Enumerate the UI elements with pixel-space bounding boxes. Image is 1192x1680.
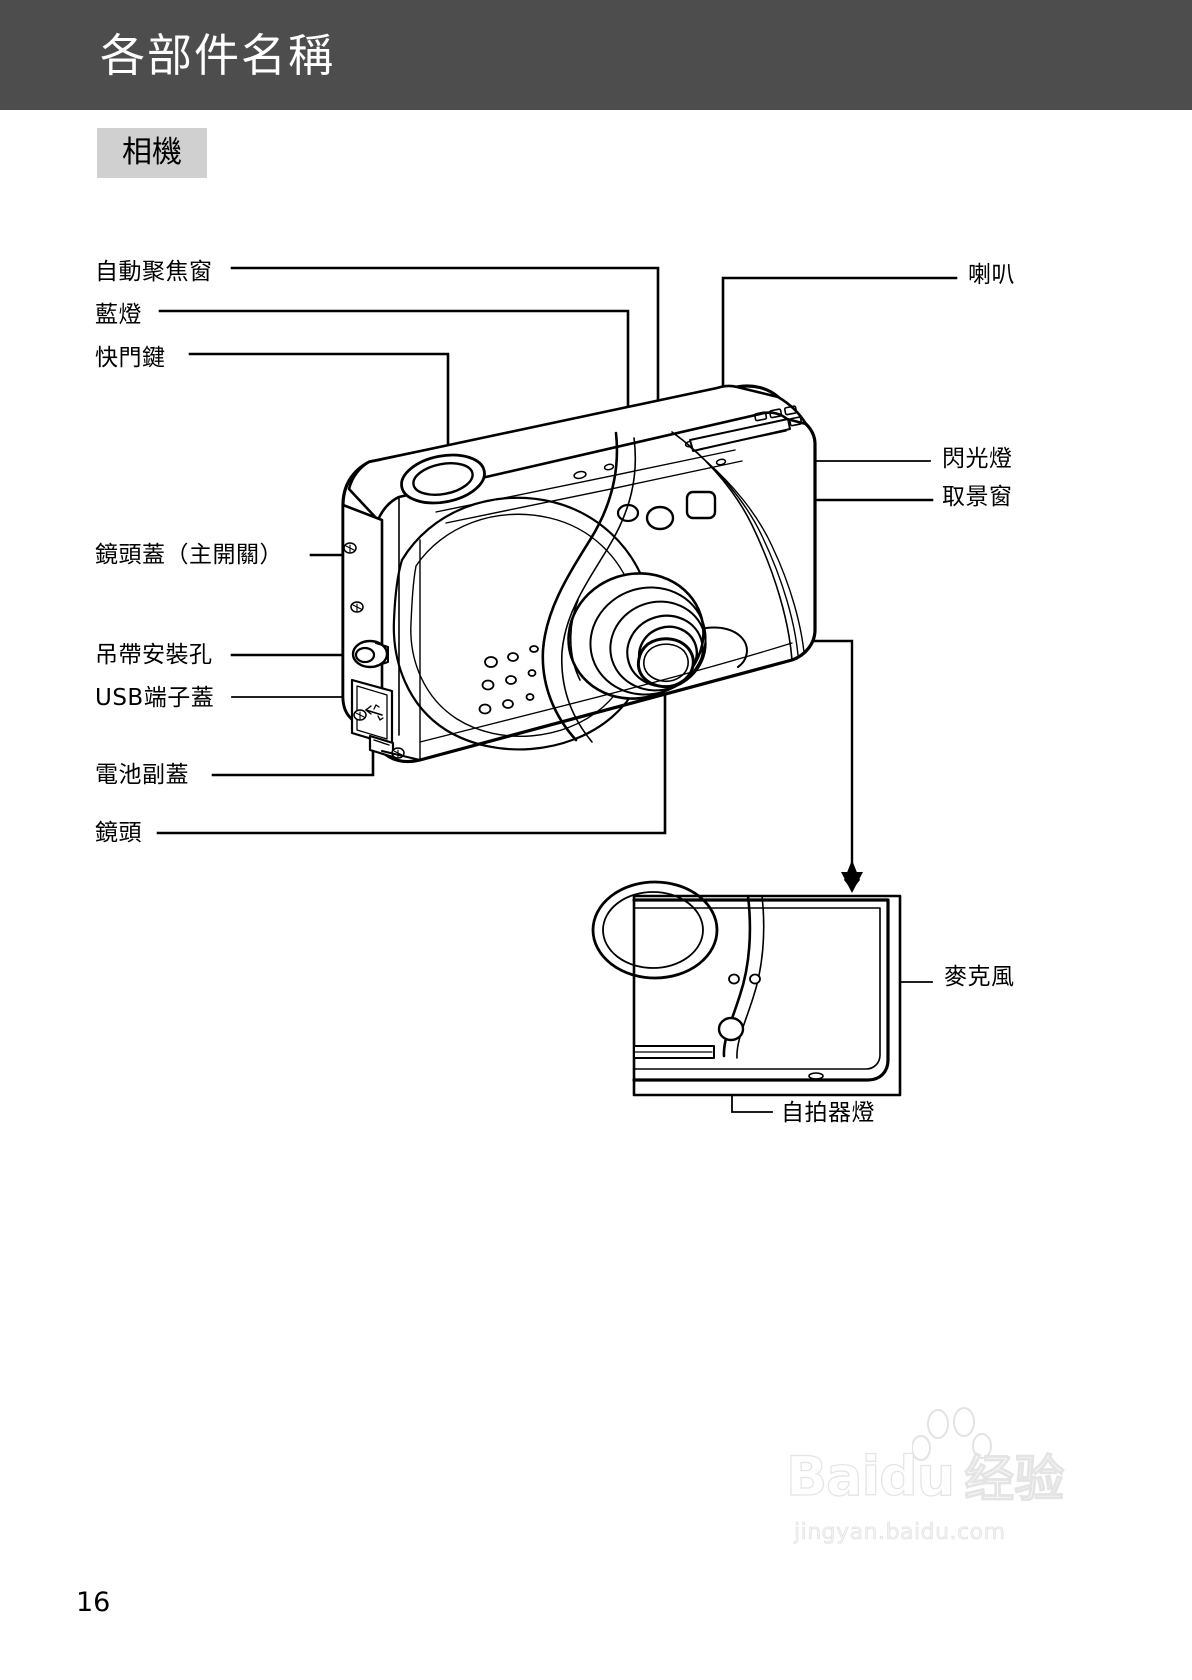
callout-label-battery-cover: 電池副蓋 xyxy=(95,762,189,788)
callout-label-viewfinder: 取景窗 xyxy=(942,484,1013,510)
detail-body-inner xyxy=(633,907,881,1070)
camera-detail-illustration xyxy=(591,880,902,1097)
callout-label-blue-lamp: 藍燈 xyxy=(95,302,142,328)
top-engrave-1 xyxy=(435,449,736,513)
detail-sweep-2 xyxy=(736,895,765,1059)
flash-window-inner xyxy=(699,430,787,450)
bottom-inner-line xyxy=(419,642,793,743)
microphone-hole-2 xyxy=(749,973,761,985)
page-title: 各部件名稱 xyxy=(100,29,336,82)
detail-lens-ring-inner xyxy=(602,891,704,969)
leader-detail-bracket xyxy=(716,639,854,877)
callout-label-af-window: 自動聚焦窗 xyxy=(95,259,213,285)
front-curve-1 xyxy=(671,431,793,661)
watermark: Baidu 经验 jingyan.baidu.com xyxy=(785,1402,1086,1552)
detail-sweep xyxy=(722,894,752,1058)
lens-mount-left xyxy=(569,599,581,681)
lens-glass xyxy=(636,637,695,689)
front-dot-matrix xyxy=(478,645,539,715)
watermark-brand: Baidu xyxy=(785,1445,955,1508)
front-design-sweep xyxy=(392,496,654,751)
top-dot-4 xyxy=(715,458,727,466)
lens-mount-right xyxy=(705,626,748,668)
self-timer-lamp-circle xyxy=(717,1016,745,1042)
callout-label-self-timer-lamp: 自拍器燈 xyxy=(781,1100,875,1126)
baidu-paw-icon xyxy=(912,1407,992,1461)
section-chip: 相機 xyxy=(97,128,207,178)
lens-cover-sweep-2 xyxy=(561,437,637,743)
detail-bottom-ridge xyxy=(633,1045,715,1059)
camera-left-side xyxy=(341,503,384,753)
side-screws xyxy=(343,542,405,759)
callout-label-flash: 閃光燈 xyxy=(942,446,1013,472)
shutter-button-inner xyxy=(412,462,474,496)
section-chip-label: 相機 xyxy=(122,135,182,170)
page-number: 16 xyxy=(76,1587,111,1618)
front-design-sweep-2 xyxy=(410,513,639,737)
flash-window xyxy=(689,418,791,452)
leader-shutter-button xyxy=(188,352,450,480)
watermark-logo-row: Baidu 经验 xyxy=(785,1445,1065,1508)
af-window-dot xyxy=(645,505,675,531)
leader-lens xyxy=(156,650,667,835)
blue-lamp-dot xyxy=(616,503,640,523)
detail-frame xyxy=(632,894,902,1097)
callout-label-lens: 鏡頭 xyxy=(95,820,142,846)
usb-terminal-cover xyxy=(350,678,394,747)
front-curve-2 xyxy=(689,446,799,656)
camera-top-face xyxy=(347,384,808,522)
detail-foot xyxy=(808,1072,824,1080)
leader-self-timer-lamp xyxy=(731,1039,773,1113)
callout-label-lens-cover: 鏡頭蓋（主開關） xyxy=(95,542,283,568)
lens-barrel xyxy=(567,572,707,700)
strap-eyelet xyxy=(351,639,389,669)
watermark-brand-cn: 经验 xyxy=(964,1450,1065,1508)
callout-label-shutter-button: 快門鍵 xyxy=(95,345,166,371)
shutter-button-outer xyxy=(400,453,486,505)
leader-lines xyxy=(156,266,958,1113)
viewfinder-window xyxy=(685,490,717,520)
lens-cover-sweep xyxy=(541,431,619,742)
top-dot-2 xyxy=(603,463,615,471)
callout-label-microphone: 麥克風 xyxy=(944,964,1015,990)
detail-arrow-head-icon xyxy=(841,872,863,893)
detail-arrow-icon xyxy=(844,860,860,890)
speaker-grille xyxy=(753,405,803,433)
leader-blue-lamp xyxy=(158,309,630,510)
camera-body-outline xyxy=(341,384,817,764)
battery-sub-cover xyxy=(368,734,395,759)
watermark-url: jingyan.baidu.com xyxy=(794,1520,1006,1546)
top-dot-1 xyxy=(573,470,587,480)
leader-battery-cover xyxy=(211,738,375,777)
leader-af-window xyxy=(230,266,660,422)
top-dot-3 xyxy=(684,440,696,448)
callout-label-strap-eyelet: 吊帶安裝孔 xyxy=(95,642,213,668)
lens-glass-inner xyxy=(643,643,689,683)
camera-main-illustration xyxy=(341,384,817,764)
detail-lens-ring-outer xyxy=(591,880,719,980)
front-curve-3 xyxy=(706,461,805,653)
microphone-hole-1 xyxy=(728,973,740,985)
top-engrave-2 xyxy=(445,460,743,524)
callout-label-speaker: 喇叭 xyxy=(968,262,1015,288)
page-header-bar xyxy=(0,0,1192,110)
callout-label-usb-cover: USB端子蓋 xyxy=(95,685,215,711)
detail-body-outline xyxy=(632,898,890,1082)
leader-speaker xyxy=(721,276,958,392)
bottom-edge xyxy=(381,750,421,761)
